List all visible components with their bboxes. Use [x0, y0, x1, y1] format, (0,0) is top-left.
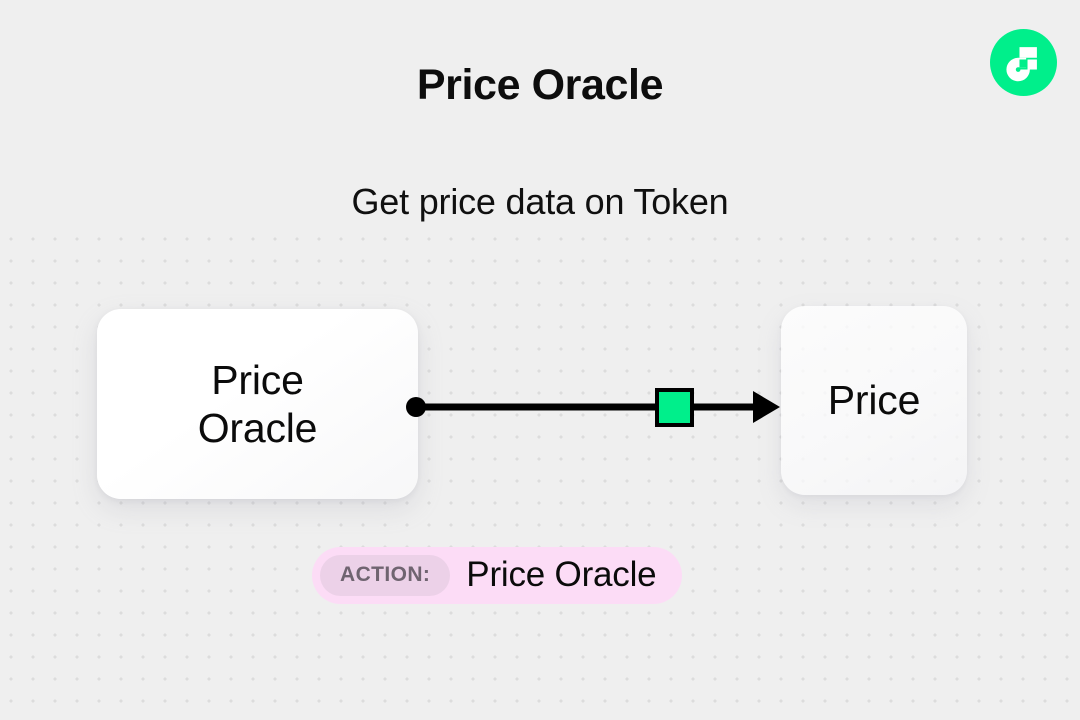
node-card-price-oracle[interactable]: Price Oracle [97, 309, 418, 499]
action-badge-tag: ACTION: [320, 555, 451, 596]
page-title: Price Oracle [416, 61, 664, 109]
page-subtitle: Get price data on Token [351, 181, 729, 222]
action-badge-value: Price Oracle [466, 554, 657, 594]
action-badge[interactable]: ACTION: Price Oracle [312, 547, 683, 604]
connection-arrowhead-icon [753, 391, 780, 423]
connection-midpoint-square-icon[interactable] [655, 388, 694, 427]
flow-logo-icon[interactable] [990, 29, 1057, 96]
node-source-label-line2: Oracle [197, 405, 318, 451]
node-target-label: Price [827, 377, 921, 424]
node-source-label-line1: Price [211, 356, 304, 403]
node-card-price[interactable]: Price [781, 306, 967, 495]
connector-group [406, 388, 780, 427]
